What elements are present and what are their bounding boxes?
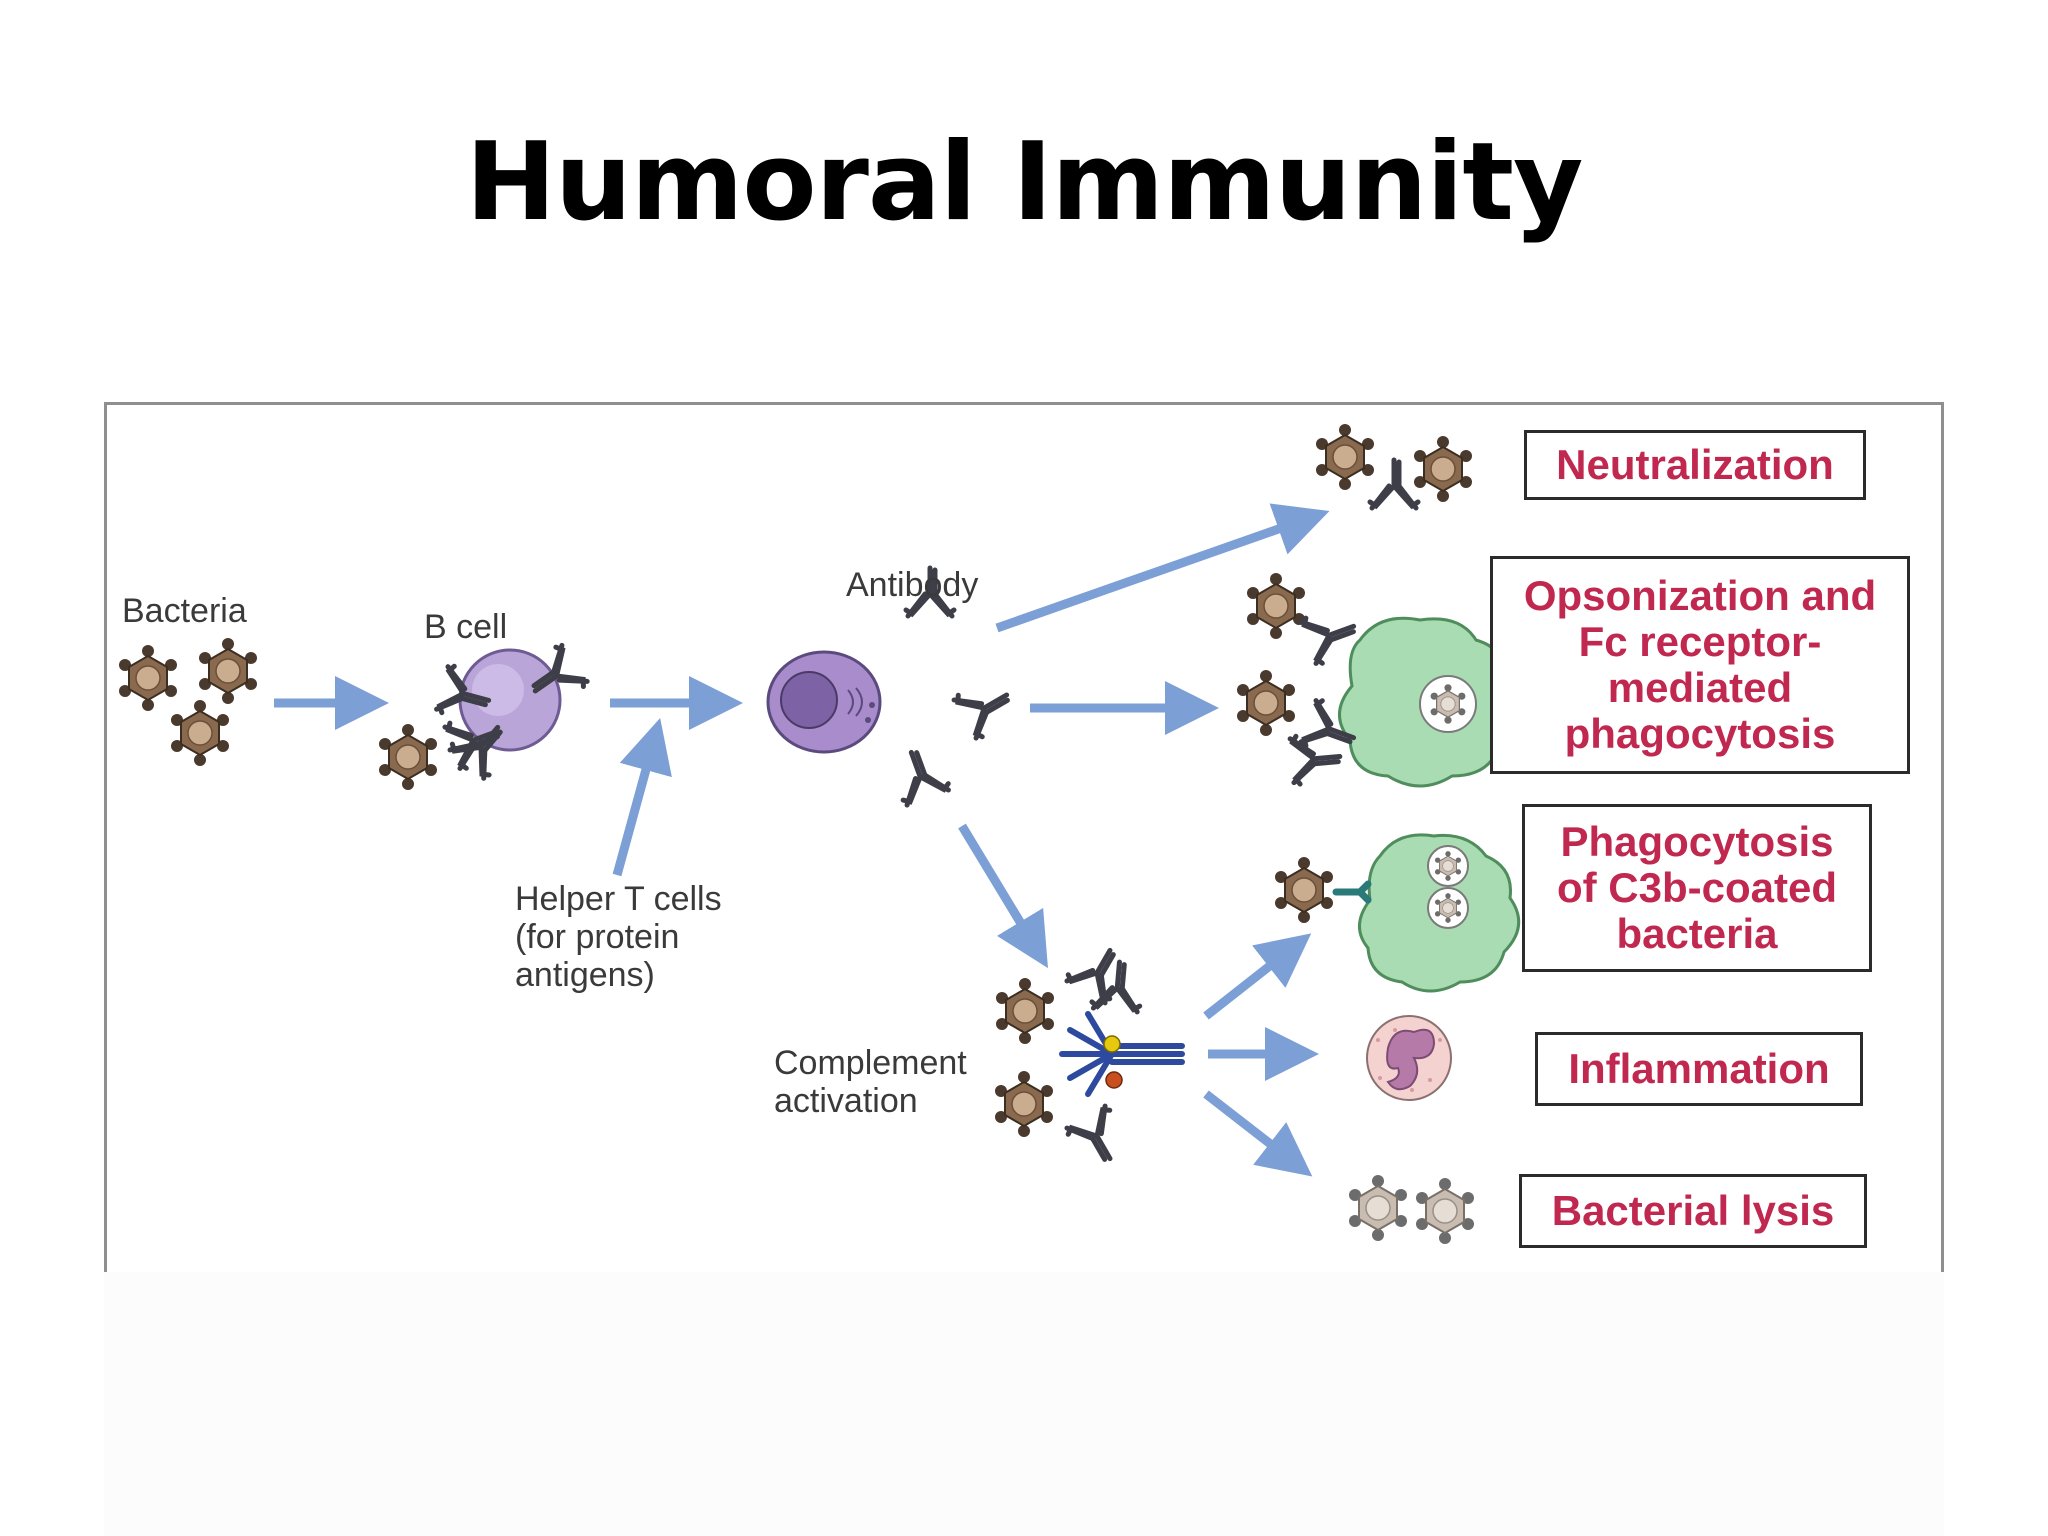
flow-arrows (274, 503, 1330, 1177)
outcome-opsonization-line-1: Opsonization and (1523, 572, 1877, 619)
outcome-phagocytosis-c3b-text: Phagocytosis of C3b-coated bacteria (1557, 819, 1837, 957)
outcome-opsonization-text: Opsonization and Fc receptor- mediated p… (1524, 573, 1876, 757)
plasma-cell (766, 650, 882, 754)
outcome-c3b-line-3: bacteria (1616, 910, 1778, 957)
outcome-bacterial-lysis: Bacterial lysis (1519, 1174, 1867, 1248)
complement-complex (994, 938, 1185, 1170)
outcome-phagocytosis-c3b: Phagocytosis of C3b-coated bacteria (1522, 804, 1872, 972)
c3b-phagocytosis-picture (1274, 833, 1521, 993)
outcome-inflammation: Inflammation (1535, 1032, 1863, 1106)
helper-t-line-2: (for protein (515, 918, 680, 956)
opsonization-picture (1236, 572, 1516, 788)
complement-activation-label: Complement activation (774, 1044, 967, 1120)
neutralization-picture (1315, 423, 1473, 508)
outcome-opsonization-line-3: mediated (1607, 664, 1793, 711)
outcome-opsonization: Opsonization and Fc receptor- mediated p… (1490, 556, 1910, 774)
neutrophil-picture (1366, 1015, 1452, 1101)
bacteria-group (118, 637, 258, 767)
helper-t-line-3: antigens) (515, 956, 655, 994)
outcome-bacterial-lysis-text: Bacterial lysis (1551, 1187, 1835, 1234)
bacteria-label: Bacteria (122, 592, 247, 630)
outcome-c3b-line-1: Phagocytosis (1560, 818, 1834, 865)
slide-footer-area (104, 1272, 1944, 1536)
b-cell (378, 644, 588, 791)
outcome-neutralization: Neutralization (1524, 430, 1866, 500)
helper-t-line-1: Helper T cells (515, 880, 722, 918)
outcome-c3b-line-2: of C3b-coated (1556, 864, 1837, 911)
outcome-inflammation-text: Inflammation (1568, 1045, 1830, 1092)
complement-line-1: Complement (774, 1044, 967, 1082)
b-cell-label: B cell (424, 608, 508, 646)
lysed-bacteria-picture (1348, 1174, 1475, 1245)
antibody-label: Antibody (846, 566, 979, 604)
outcome-opsonization-line-4: phagocytosis (1564, 710, 1836, 757)
outcome-opsonization-line-2: Fc receptor- (1578, 618, 1822, 665)
outcome-neutralization-text: Neutralization (1556, 441, 1834, 488)
helper-t-cells-label: Helper T cells (for protein antigens) (515, 880, 722, 994)
slide-title: Humoral Immunity (465, 120, 1584, 245)
complement-line-2: activation (774, 1082, 918, 1120)
